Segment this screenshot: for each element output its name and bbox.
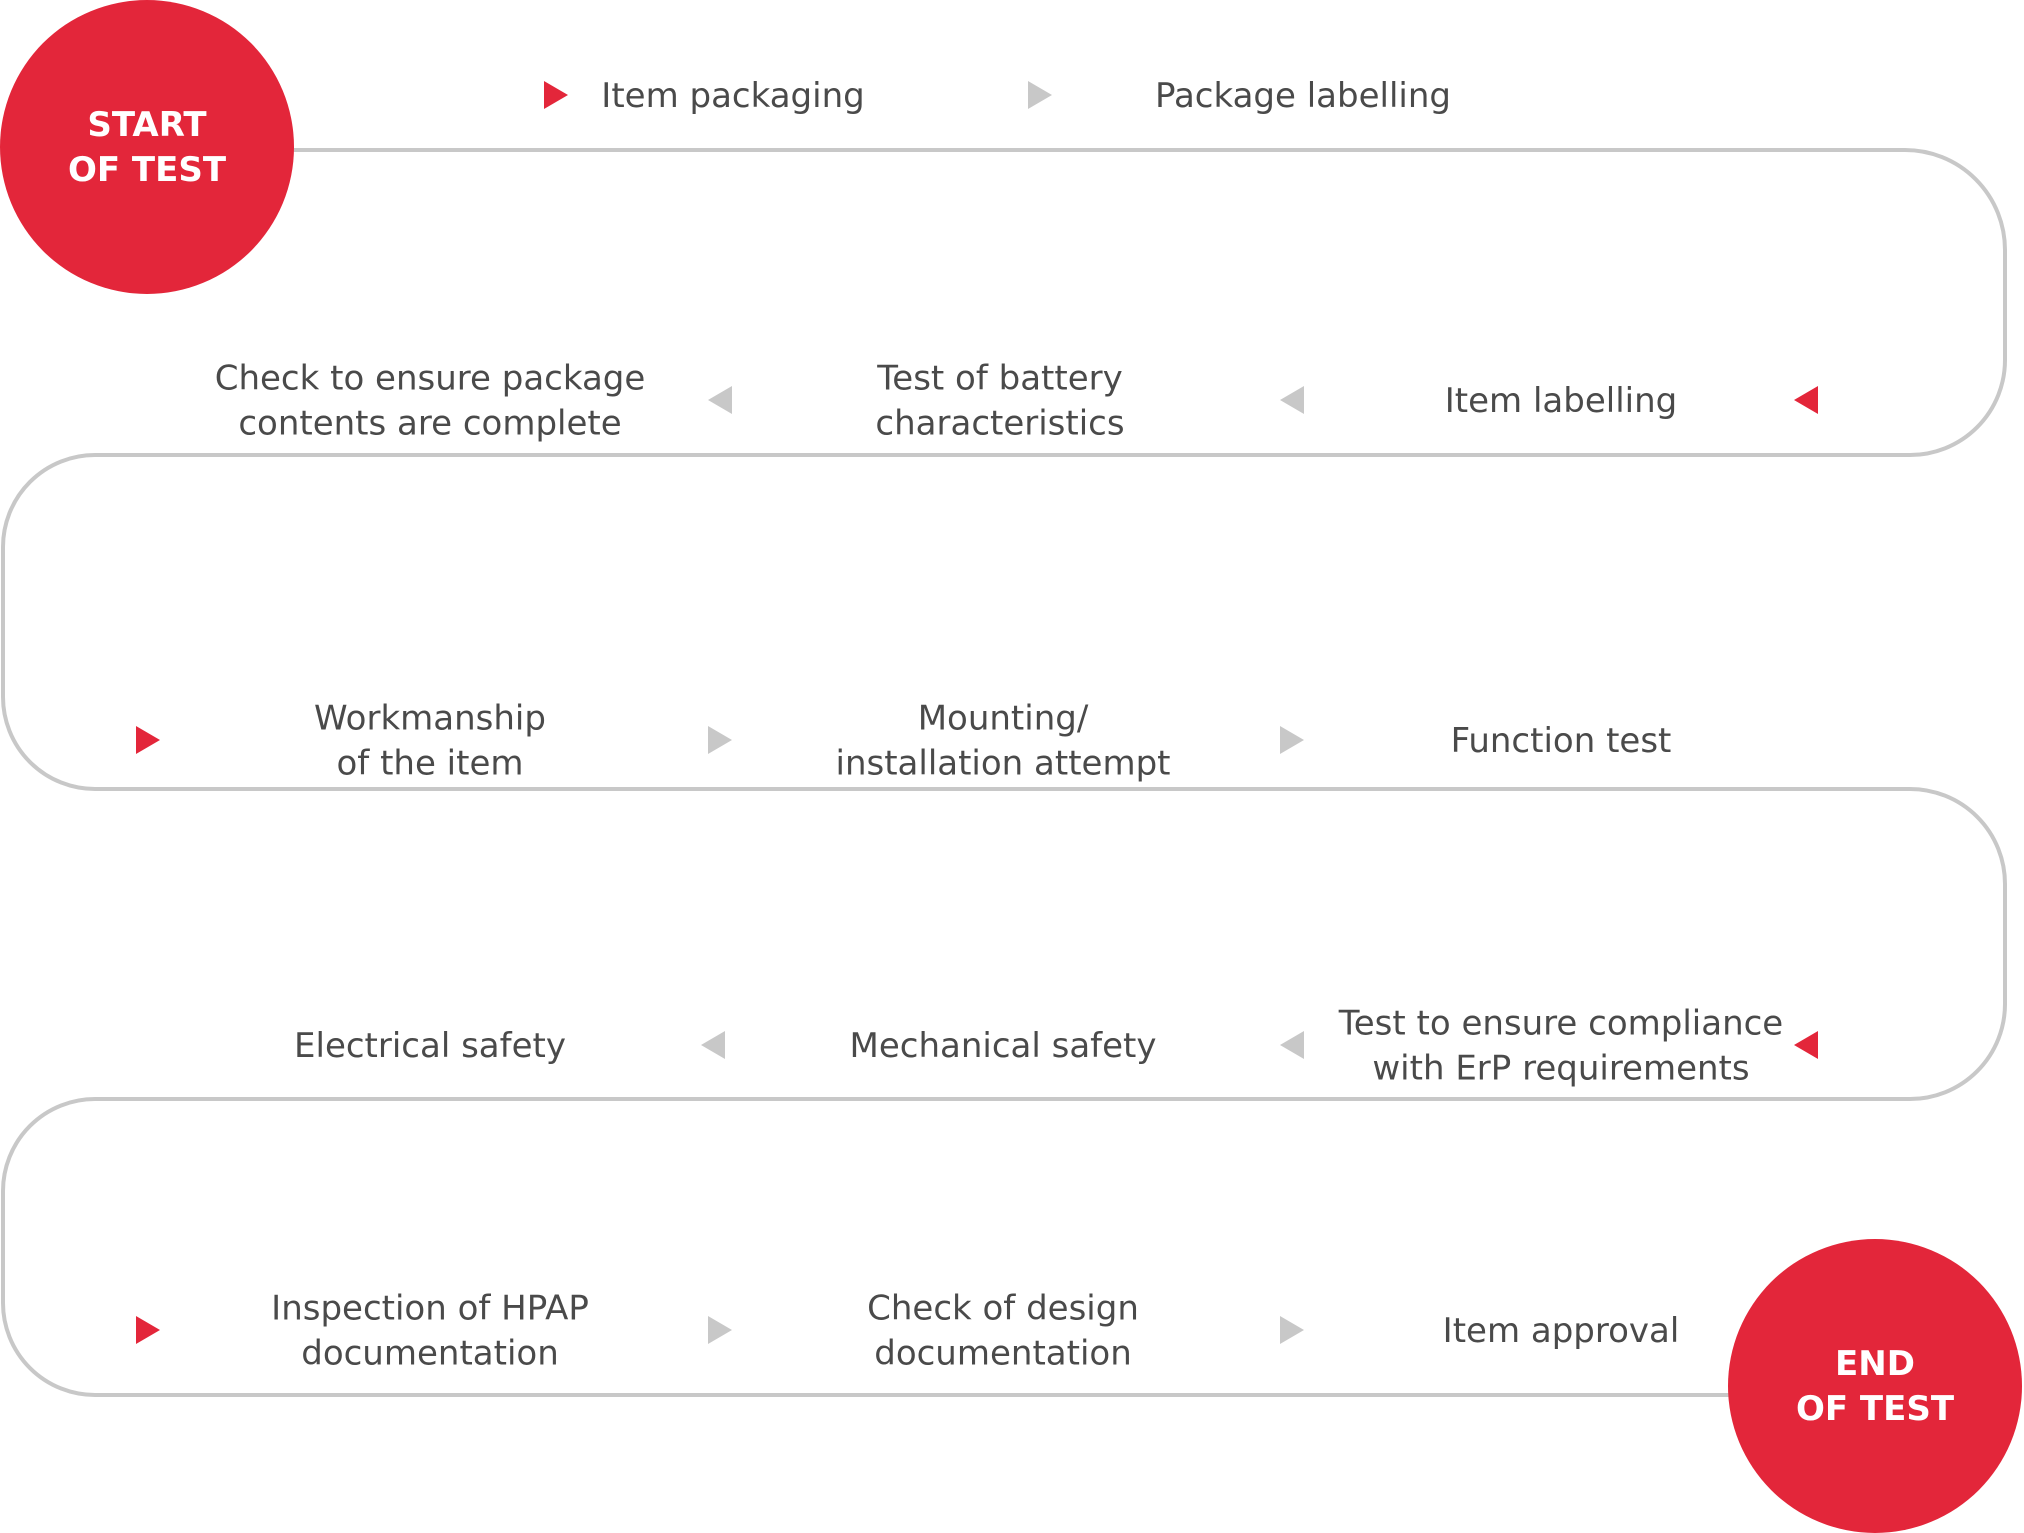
step-label: characteristics [875, 404, 1124, 444]
triangle-left-accent-icon [1794, 1031, 1818, 1059]
triangle-left-accent-icon [1794, 386, 1818, 414]
step-label: Electrical safety [294, 1026, 566, 1066]
step-label: Mounting/ [918, 699, 1089, 739]
svg-text:OF TEST: OF TEST [1796, 1389, 1955, 1429]
process-step: Inspection of HPAP documentation [136, 1289, 589, 1374]
start-node: START OF TEST [0, 0, 294, 294]
svg-text:OF TEST: OF TEST [68, 150, 227, 190]
triangle-right-icon [708, 726, 732, 754]
start-label-line1: START [87, 105, 207, 145]
process-step: Item packaging [544, 76, 865, 116]
triangle-left-icon [708, 386, 732, 414]
end-label-line1: END [1835, 1344, 1915, 1384]
step-label: documentation [301, 1334, 559, 1374]
process-step: Workmanship of the item [136, 699, 546, 784]
step-label: of the item [337, 744, 524, 784]
triangle-left-icon [1280, 386, 1304, 414]
process-step: Function test [1280, 721, 1671, 761]
triangle-left-icon [1280, 1031, 1304, 1059]
triangle-right-accent-icon [136, 1316, 160, 1344]
process-step: Check to ensure package contents are comp… [215, 359, 732, 444]
process-flow-path [1, 148, 2007, 1397]
step-label: with ErP requirements [1372, 1049, 1749, 1089]
step-label: Item packaging [601, 76, 864, 116]
end-node: END OF TEST [1728, 1239, 2022, 1533]
step-label: documentation [874, 1334, 1132, 1374]
process-step: Item labelling [1445, 381, 1818, 421]
start-label-line2: OF TEST [68, 150, 227, 190]
svg-text:START: START [87, 105, 207, 145]
step-label: Item labelling [1445, 381, 1677, 421]
end-circle [1728, 1239, 2022, 1533]
step-label: Mechanical safety [850, 1026, 1157, 1066]
step-label: Check of design [867, 1289, 1139, 1329]
process-step: Check of design documentation [708, 1289, 1139, 1374]
process-step: Package labelling [1028, 76, 1451, 116]
end-label-line2: OF TEST [1796, 1389, 1955, 1429]
step-label: contents are complete [238, 404, 621, 444]
step-label: Test of battery [876, 359, 1122, 399]
svg-text:END: END [1835, 1344, 1915, 1384]
step-label: Check to ensure package [215, 359, 646, 399]
triangle-right-icon [708, 1316, 732, 1344]
process-step: Test to ensure compliance with ErP requir… [1338, 1004, 1818, 1089]
step-label: Inspection of HPAP [271, 1289, 589, 1329]
triangle-right-icon [1280, 1316, 1304, 1344]
start-circle [0, 0, 294, 294]
triangle-left-icon [701, 1031, 725, 1059]
step-label: Function test [1451, 721, 1672, 761]
triangle-right-icon [1280, 726, 1304, 754]
triangle-right-icon [1028, 81, 1052, 109]
process-step: Electrical safety [294, 1026, 725, 1066]
triangle-right-accent-icon [544, 81, 568, 109]
step-label: Test to ensure compliance [1338, 1004, 1783, 1044]
step-label: installation attempt [836, 744, 1171, 784]
process-step: Item approval [1280, 1311, 1679, 1351]
step-label: Package labelling [1155, 76, 1451, 116]
step-label: Item approval [1443, 1311, 1680, 1351]
process-step: Test of battery characteristics [875, 359, 1304, 444]
process-step: Mechanical safety [850, 1026, 1304, 1066]
triangle-right-accent-icon [136, 726, 160, 754]
process-step: Mounting/installation attempt [708, 699, 1171, 784]
step-label: Workmanship [314, 699, 546, 739]
